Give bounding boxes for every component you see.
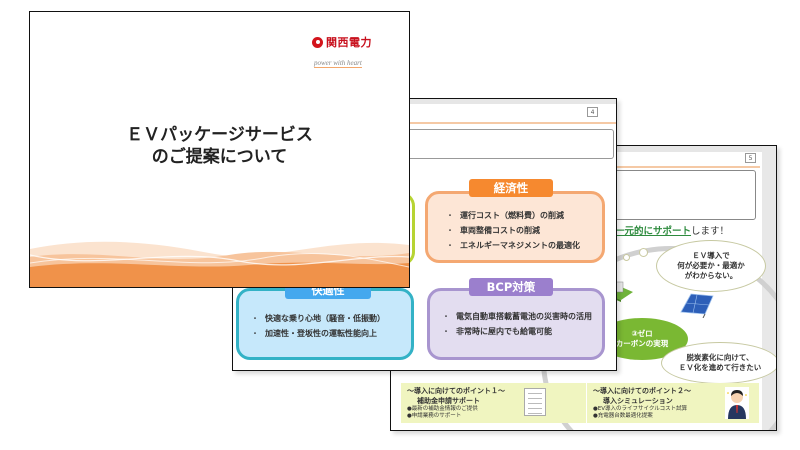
company-logo: 関西電力 power with heart [312,34,372,69]
support-highlight: 入を一元的にサポート [596,226,692,237]
support-rest: します！ [691,226,730,237]
economy-box: 運行コスト（燃料費）の削減 車両整備コストの削減 エネルギーマネジメントの最適化 [425,191,605,263]
point-1-panel: ～導入に向けてのポイント１～ 補助金申請サポート ●最新の補助金情報のご提供 ●… [401,383,586,423]
consultant-person-icon [725,387,749,419]
zero-carbon-text: カーボンの実現 [615,339,669,348]
header-rule [233,122,616,124]
economy-item: 車両整備コストの削減 [446,223,602,238]
thought-dot-icon [639,248,648,257]
economy-label: 経済性 [469,179,553,197]
cloud-text: ＥＶ化を進めて行きたい [678,363,762,372]
point-1-bullet: ●最新の補助金情報のご提供 [407,406,478,412]
bcp-box: 電気自動車搭載蓄電池の災害時の活用 非常時に屋内でも給電可能 [427,288,605,360]
point-2-title: 導入シミュレーション [603,397,673,405]
economy-item: 運行コスト（燃料費）の削減 [446,208,602,223]
cloud-text: ＥＶ導入で [692,250,730,260]
cloud-text: がわからない。 [684,271,738,281]
decorative-waves [30,241,409,287]
bcp-item: 非常時に屋内でも給電可能 [442,324,602,339]
comfort-item: 快適な乗り心地（騒音・低振動） [251,311,411,326]
point-1-heading: ～導入に向けてのポイント１～ [407,387,505,395]
logo-mark-icon [312,36,323,48]
cloud-bubble-top: ＥＶ導入で 何が必要か・最適か がわからない。 [656,240,766,292]
comfort-item: 加速性・登坂性の運転性能向上 [251,326,411,341]
slide-cover[interactable]: 関西電力 power with heart ＥＶパッケージサービス のご提案につ… [29,11,410,288]
economy-item: エネルギーマネジメントの最適化 [446,238,602,253]
solar-panel-icon [680,293,714,318]
bcp-label: BCP対策 [469,278,553,296]
logo-name: 関西電力 [326,36,372,49]
page-number: 5 [745,153,756,163]
thought-dot-icon [623,254,630,261]
cover-title-line-2: のご提案について [151,147,288,167]
bcp-item: 電気自動車搭載蓄電池の災害時の活用 [442,309,602,324]
comfort-box: 快適な乗り心地（騒音・低振動） 加速性・登坂性の運転性能向上 [236,288,414,360]
application-form-icon [524,388,546,416]
cover-title: ＥＶパッケージサービス のご提案について [30,124,409,168]
point-2-heading: ～導入に向けてのポイント２～ [593,387,691,395]
logo-tagline: power with heart [314,59,362,68]
point-1-title: 補助金申請サポート [417,397,480,405]
point-2-bullet: ●充電器台数最適化提案 [593,413,653,420]
cloud-bubble-bottom: 脱炭素化に向けて、 ＥＶ化を進めて行きたい [661,342,776,384]
cloud-text: 脱炭素化に向けて、 [686,352,754,362]
support-statement: 入を一元的にサポートします！ [596,223,729,237]
slide-top-band [233,99,616,104]
page-number: 4 [587,107,598,117]
point-1-bullet: ●申請業務のサポート [407,413,462,420]
cover-title-line-1: ＥＶパッケージサービス [126,125,313,145]
point-2-bullet: ●EV導入のライフサイクルコスト試算 [593,406,688,412]
zero-carbon-text: ③ゼロ [631,329,653,339]
point-2-panel: ～導入に向けてのポイント２～ 導入シミュレーション ●EV導入のライフサイクルコ… [587,383,759,423]
cloud-text: 何が必要か・最適か [677,260,745,270]
